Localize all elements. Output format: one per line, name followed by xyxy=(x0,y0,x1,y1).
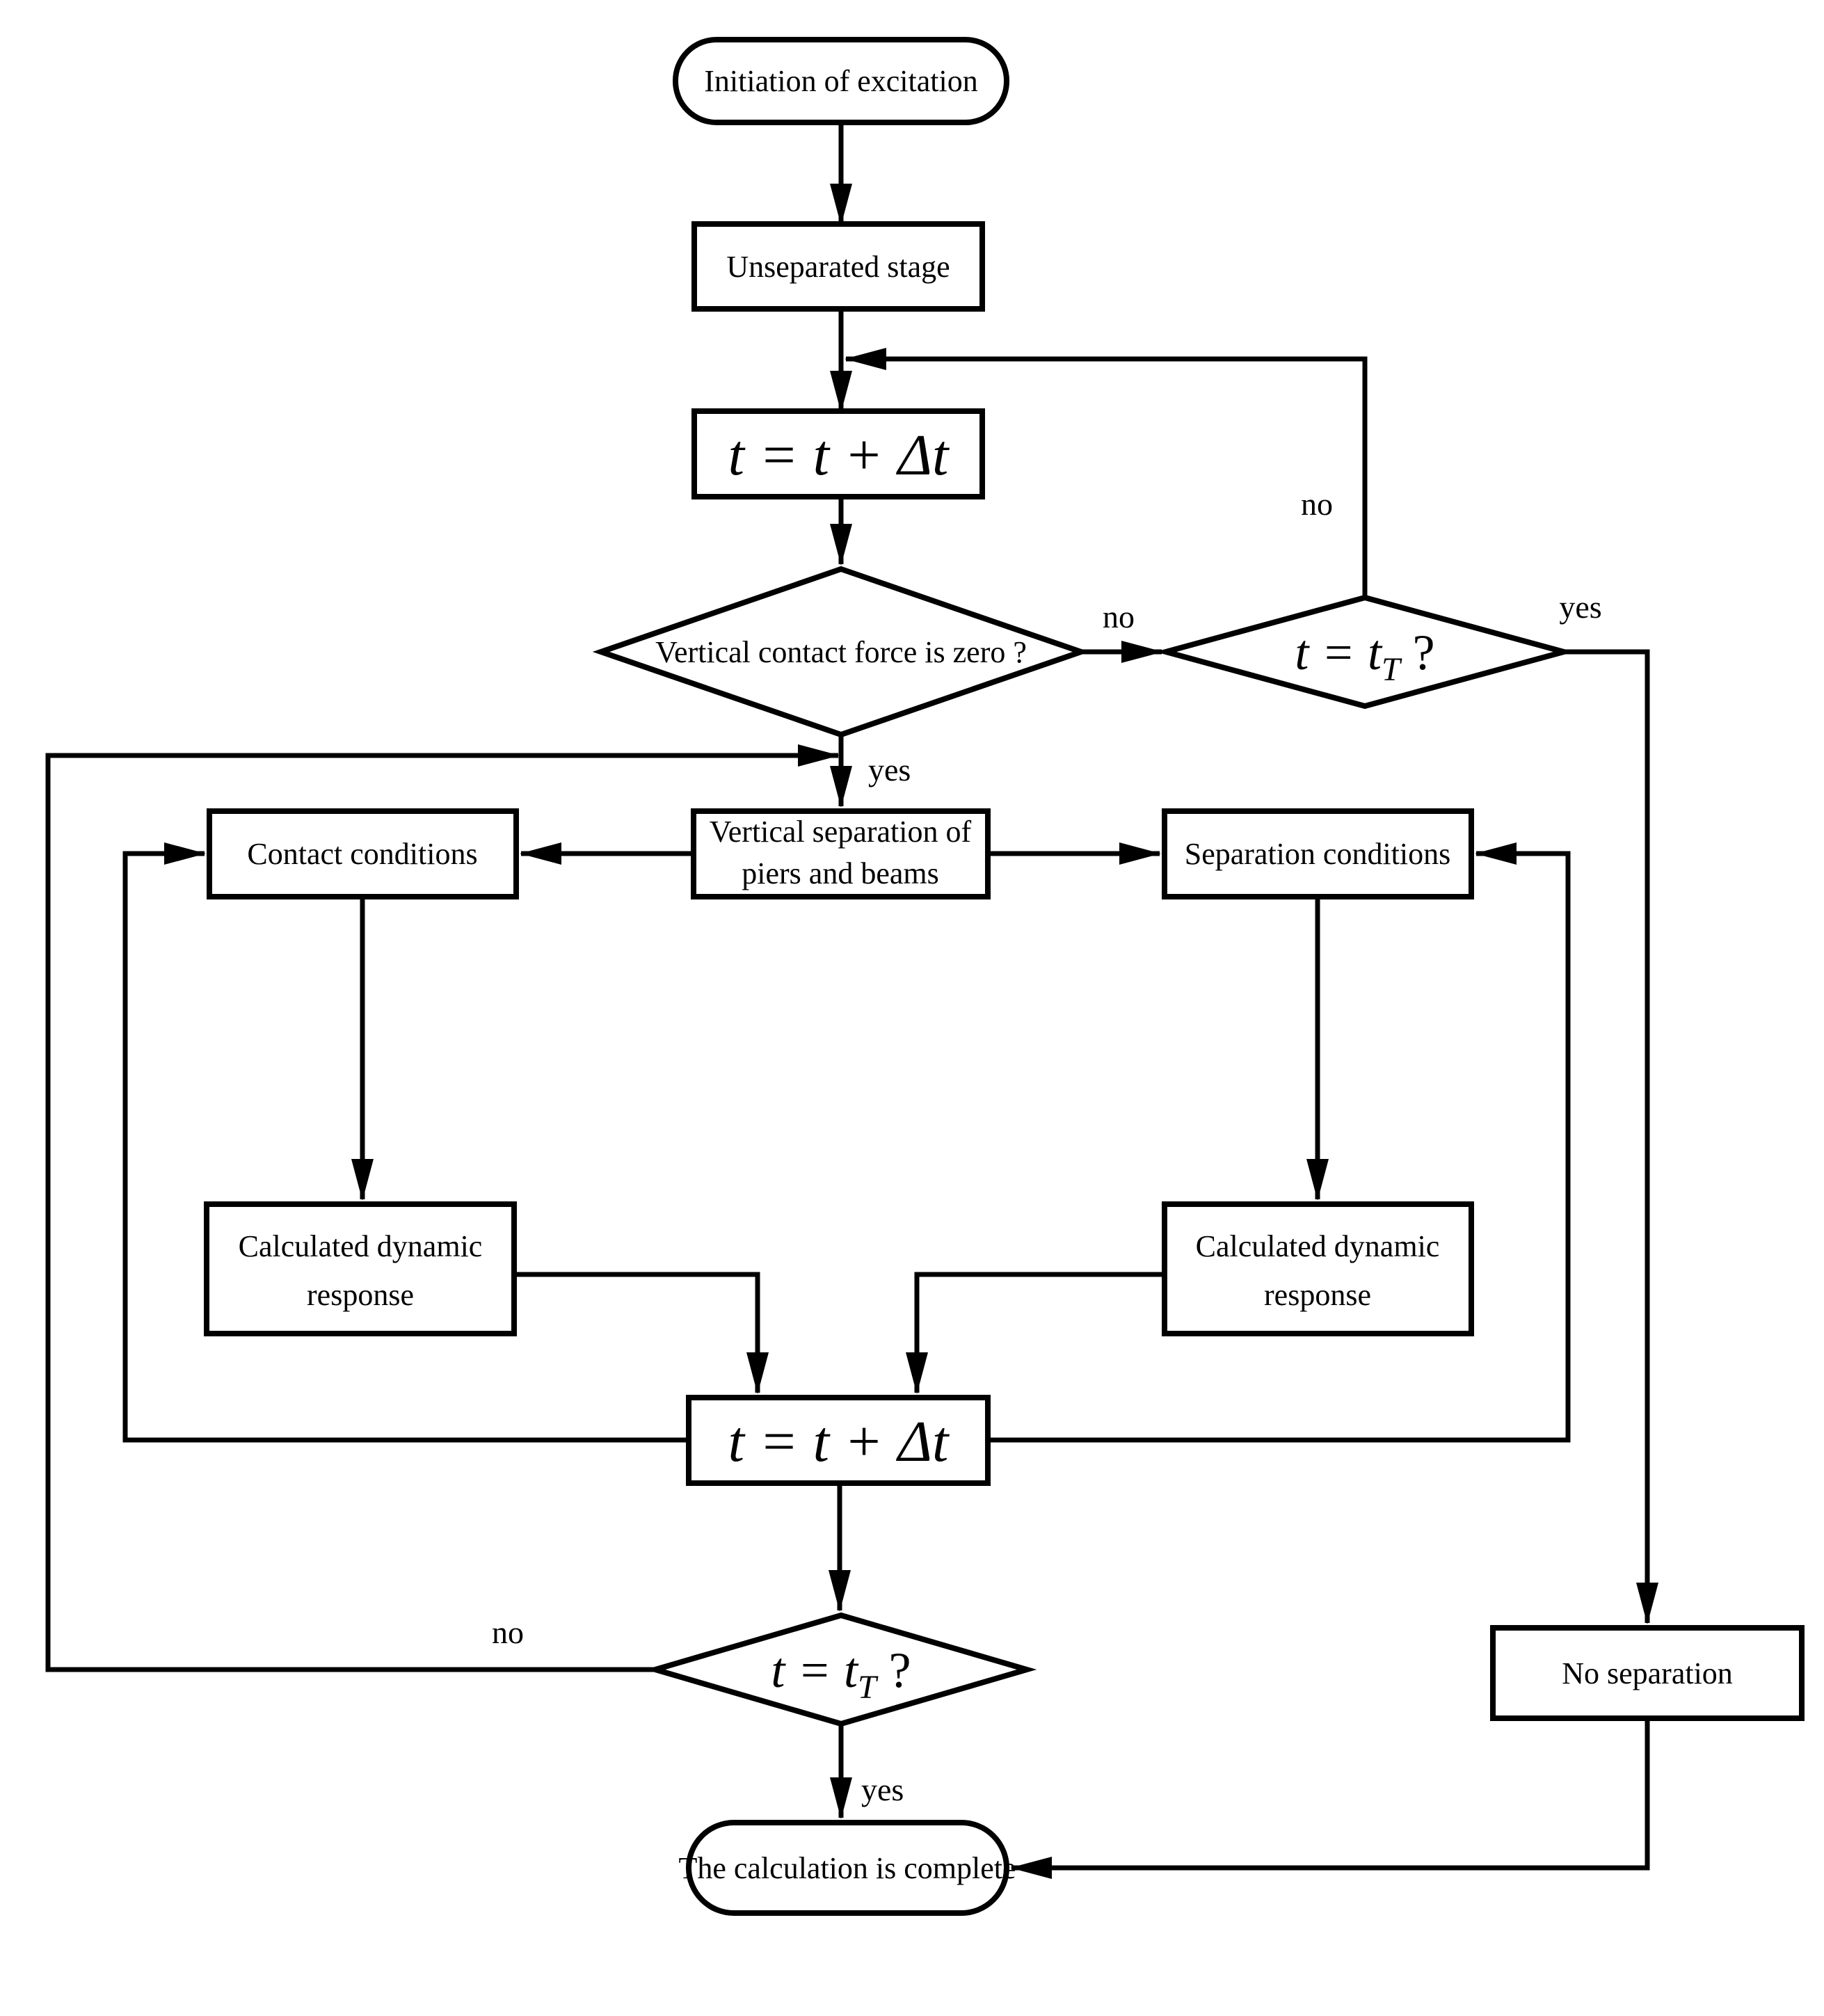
end-terminator-shape xyxy=(686,1820,1009,1916)
start-label: Initiation of excitation xyxy=(704,64,977,98)
time-check-top-formula: t = tT ? xyxy=(1295,625,1434,688)
label-forcezero-no: no xyxy=(1103,599,1135,634)
time-check-top-pre: t = t xyxy=(1295,625,1383,680)
time-step-bottom-shape xyxy=(686,1395,991,1486)
no-separation-label: No separation xyxy=(1562,1656,1733,1690)
node-vertical-separation: Vertical separation of piers and beams xyxy=(691,808,991,899)
node-time-step-bottom: t = t + Δt xyxy=(686,1395,991,1486)
time-check-top-decision-shape xyxy=(1155,594,1575,710)
node-time-check-bottom: t = tT ? xyxy=(645,1612,1037,1727)
time-check-top-post: ? xyxy=(1400,625,1435,680)
time-check-bottom-formula: t = tT ? xyxy=(771,1642,911,1706)
label-timecheckbottom-no: no xyxy=(492,1615,524,1650)
calc-response-right-line2: response xyxy=(1264,1278,1371,1312)
node-time-step-top: t = t + Δt xyxy=(691,408,985,499)
edge-labels: no yes no yes no yes xyxy=(492,486,1602,1807)
node-calc-response-right: Calculated dynamic response xyxy=(1162,1201,1474,1336)
edge-calcright-to-timestepbottom xyxy=(906,1272,1165,1394)
node-force-zero-check: Vertical contact force is zero ? xyxy=(592,566,1090,738)
start-terminator-shape xyxy=(673,37,1009,125)
edge-timestepbottom-loop-to-separation xyxy=(988,842,1571,1443)
time-check-top-sub: T xyxy=(1382,651,1402,688)
label-timechecktop-no: no xyxy=(1301,486,1333,522)
contact-conditions-shape xyxy=(207,808,519,899)
separation-conditions-shape xyxy=(1162,808,1474,899)
edge-timecheckbottom-no-loop xyxy=(45,744,840,1672)
time-step-bottom-formula: t = t + Δt xyxy=(728,1409,950,1474)
no-separation-shape xyxy=(1490,1625,1805,1721)
calc-response-right-line1: Calculated dynamic xyxy=(1196,1229,1440,1263)
force-zero-label: Vertical contact force is zero ? xyxy=(655,635,1027,669)
separation-conditions-label: Separation conditions xyxy=(1185,837,1451,871)
vertical-separation-line1: Vertical separation of xyxy=(710,815,972,849)
node-end: The calculation is complete xyxy=(678,1820,1016,1916)
node-contact-conditions: Contact conditions xyxy=(207,808,519,899)
calc-response-left-line1: Calculated dynamic xyxy=(239,1229,483,1263)
contact-conditions-label: Contact conditions xyxy=(247,837,477,871)
end-label: The calculation is complete xyxy=(678,1851,1016,1885)
label-timecheckbottom-yes: yes xyxy=(861,1772,904,1807)
node-separation-conditions: Separation conditions xyxy=(1162,808,1474,899)
label-timechecktop-yes: yes xyxy=(1559,589,1601,625)
edges xyxy=(45,122,1658,1879)
node-calc-response-left: Calculated dynamic response xyxy=(204,1201,517,1336)
time-check-bottom-sub: T xyxy=(858,1669,879,1706)
node-no-separation: No separation xyxy=(1490,1625,1805,1721)
label-forcezero-yes: yes xyxy=(868,752,911,787)
edge-noseparation-to-end xyxy=(1010,1718,1650,1879)
force-zero-decision-shape xyxy=(592,566,1090,738)
calc-response-left-line2: response xyxy=(307,1278,414,1312)
time-check-bottom-post: ? xyxy=(877,1642,911,1698)
calc-response-right-shape xyxy=(1162,1201,1474,1336)
time-check-bottom-decision-shape xyxy=(645,1612,1037,1727)
edge-calcleft-to-timestepbottom xyxy=(514,1272,769,1394)
time-check-bottom-pre: t = t xyxy=(771,1642,859,1698)
vertical-separation-shape xyxy=(691,808,991,899)
node-unseparated-stage: Unseparated stage xyxy=(691,221,985,312)
vertical-separation-line2: piers and beams xyxy=(742,856,938,890)
node-time-check-top: t = tT ? xyxy=(1155,594,1575,710)
edge-timechecktop-no-loop xyxy=(845,348,1368,598)
node-start: Initiation of excitation xyxy=(673,37,1009,125)
edge-timechecktop-yes-to-noseparation xyxy=(1564,649,1658,1624)
edge-timestepbottom-loop-to-contact xyxy=(122,842,689,1443)
time-step-top-shape xyxy=(691,408,985,499)
unseparated-stage-label: Unseparated stage xyxy=(726,250,950,284)
unseparated-stage-shape xyxy=(691,221,985,312)
calc-response-left-shape xyxy=(204,1201,517,1336)
time-step-top-formula: t = t + Δt xyxy=(728,423,950,488)
